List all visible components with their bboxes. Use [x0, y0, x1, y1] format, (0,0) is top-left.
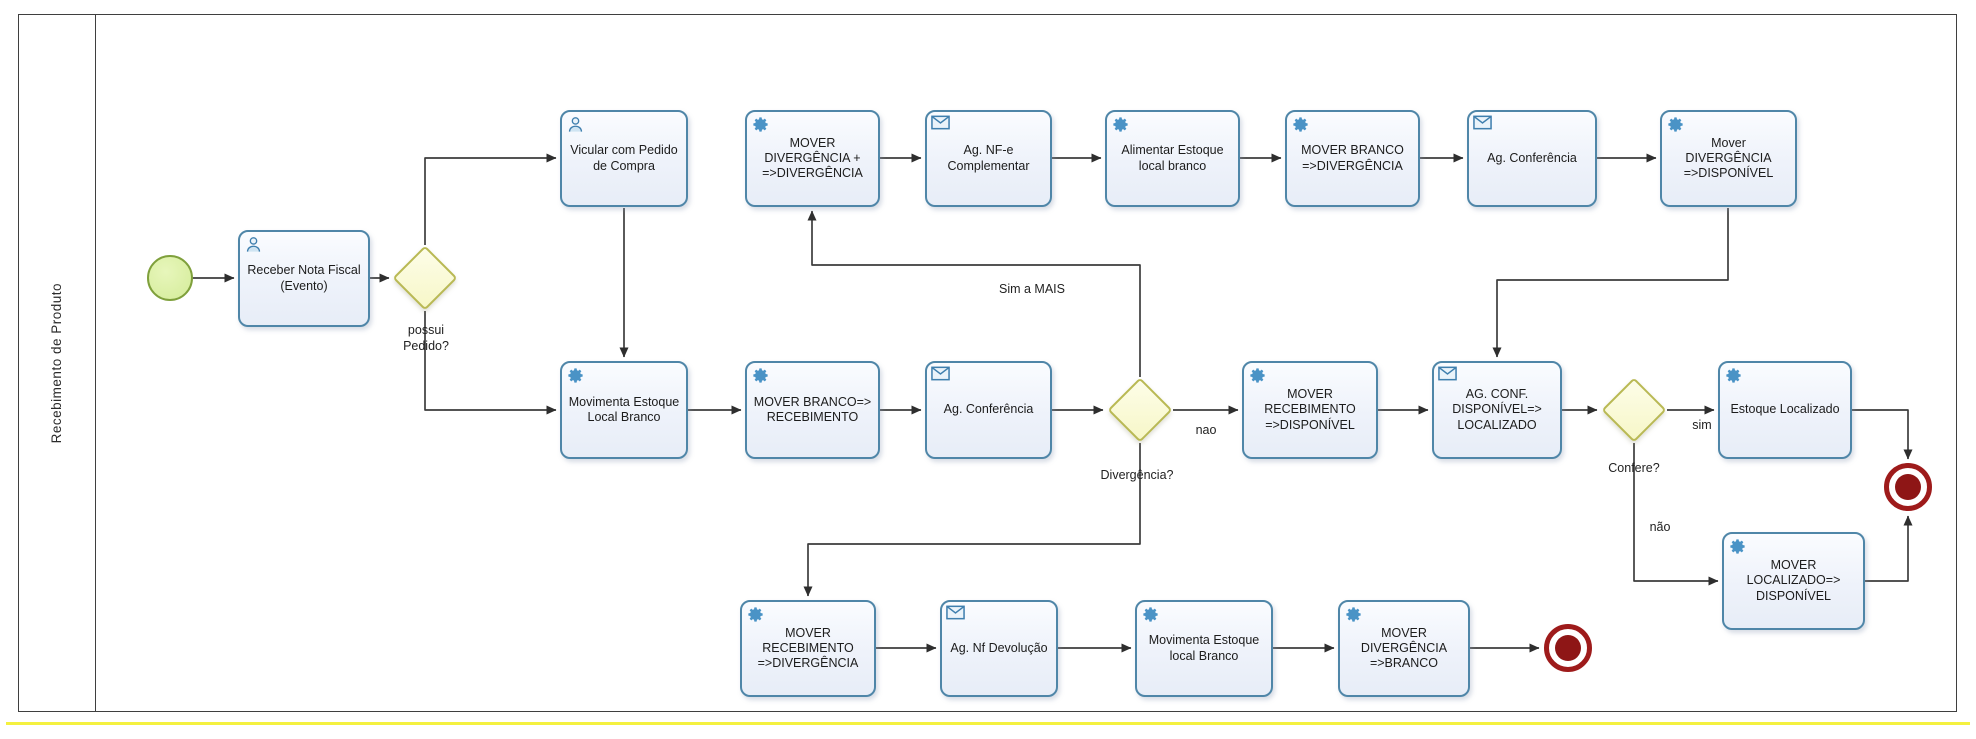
lane-header[interactable]: Recebimento de Produto: [18, 14, 96, 712]
gear-icon: [1728, 537, 1747, 561]
edge-label-sim-a-mais: Sim a MAIS: [999, 282, 1065, 296]
user-icon: [244, 235, 263, 259]
gear-icon: [1111, 115, 1130, 139]
task-label: Ag. Conferência: [1487, 150, 1577, 165]
gear-icon: [1344, 605, 1363, 629]
task-mover-branco-recebimento[interactable]: MOVER BRANCO=> RECEBIMENTO: [745, 361, 880, 459]
task-label: Ag. Nf Devolução: [950, 640, 1048, 655]
task-movimenta-estoque-local-branco-2[interactable]: Movimenta Estoque local Branco: [1135, 600, 1273, 697]
message-icon: [1438, 366, 1457, 386]
edge-label-sim: sim: [1692, 418, 1712, 432]
message-icon: [931, 115, 950, 135]
task-label: Estoque Localizado: [1730, 402, 1840, 417]
task-ag-conferencia-top[interactable]: Ag. Conferência: [1467, 110, 1597, 207]
task-estoque-localizado[interactable]: Estoque Localizado: [1718, 361, 1852, 459]
task-ag-conf-disponivel-localizado[interactable]: AG. CONF. DISPONÍVEL=> LOCALIZADO: [1432, 361, 1562, 459]
lane-title: Recebimento de Produto: [49, 282, 64, 444]
task-movimenta-estoque-local-branco[interactable]: Movimenta Estoque Local Branco: [560, 361, 688, 459]
task-label: Movimenta Estoque local Branco: [1148, 633, 1260, 663]
task-mover-localizado-disponivel[interactable]: MOVER LOCALIZADO=> DISPONÍVEL: [1722, 532, 1865, 630]
gear-icon: [746, 605, 765, 629]
edge-label-nao-2: não: [1649, 520, 1671, 534]
gateway-label-confere: Confere?: [1608, 461, 1660, 475]
end-event-core: [1895, 474, 1921, 500]
task-label: MOVER LOCALIZADO=> DISPONÍVEL: [1746, 558, 1841, 603]
task-mover-divergencia-mais[interactable]: MOVER DIVERGÊNCIA + =>DIVERGÊNCIA: [745, 110, 880, 207]
gear-icon: [1141, 605, 1160, 629]
task-label: MOVER DIVERGÊNCIA + =>DIVERGÊNCIA: [762, 135, 863, 181]
task-label: MOVER BRANCO=> RECEBIMENTO: [753, 394, 872, 424]
task-label: MOVER RECEBIMENTO =>DISPONÍVEL: [1264, 387, 1356, 432]
edge-label-nao: nao: [1195, 423, 1217, 437]
task-label: Receber Nota Fiscal (Evento): [247, 263, 361, 293]
task-label: Mover DIVERGÊNCIA =>DISPONÍVEL: [1683, 135, 1774, 181]
end-event-core: [1555, 635, 1581, 661]
task-label: Ag. Conferência: [943, 402, 1034, 417]
task-ag-nfe-complementar[interactable]: Ag. NF-e Complementar: [925, 110, 1052, 207]
gateway-label-divergencia: Divergência?: [1100, 468, 1174, 482]
task-ag-nf-devolucao[interactable]: Ag. Nf Devolução: [940, 600, 1058, 697]
gear-icon: [566, 366, 585, 390]
task-label: Alimentar Estoque local branco: [1121, 143, 1224, 173]
gear-icon: [751, 366, 770, 390]
gear-icon: [751, 115, 770, 139]
task-label: MOVER BRANCO =>DIVERGÊNCIA: [1301, 143, 1404, 173]
task-label: Movimenta Estoque Local Branco: [568, 394, 680, 424]
task-mover-recebimento-disponivel[interactable]: MOVER RECEBIMENTO =>DISPONÍVEL: [1242, 361, 1378, 459]
task-alimentar-estoque-local-branco[interactable]: Alimentar Estoque local branco: [1105, 110, 1240, 207]
gear-icon: [1248, 366, 1267, 390]
task-label: AG. CONF. DISPONÍVEL=> LOCALIZADO: [1452, 387, 1542, 432]
message-icon: [931, 366, 950, 386]
task-mover-divergencia-branco[interactable]: MOVER DIVERGÊNCIA =>BRANCO: [1338, 600, 1470, 697]
task-vincular-pedido-compra[interactable]: Vicular com Pedido de Compra: [560, 110, 688, 207]
task-label: MOVER DIVERGÊNCIA =>BRANCO: [1360, 625, 1448, 671]
gear-icon: [1291, 115, 1310, 139]
message-icon: [946, 605, 965, 625]
user-icon: [566, 115, 585, 139]
task-mover-divergencia-disponivel[interactable]: Mover DIVERGÊNCIA =>DISPONÍVEL: [1660, 110, 1797, 207]
bottom-highlight-stripe: [6, 722, 1970, 725]
task-mover-branco-divergencia[interactable]: MOVER BRANCO =>DIVERGÊNCIA: [1285, 110, 1420, 207]
message-icon: [1473, 115, 1492, 135]
start-event[interactable]: [147, 255, 193, 301]
task-ag-conferencia-mid[interactable]: Ag. Conferência: [925, 361, 1052, 459]
gear-icon: [1724, 366, 1743, 390]
task-receber-nota-fiscal[interactable]: Receber Nota Fiscal (Evento): [238, 230, 370, 327]
end-event-main[interactable]: [1884, 463, 1932, 511]
task-label: MOVER RECEBIMENTO =>DIVERGÊNCIA: [757, 625, 859, 671]
gateway-label-possui-pedido: possui Pedido?: [403, 323, 449, 353]
task-mover-recebimento-divergencia[interactable]: MOVER RECEBIMENTO =>DIVERGÊNCIA: [740, 600, 876, 697]
end-event-devolucao[interactable]: [1544, 624, 1592, 672]
pool-recebimento[interactable]: [18, 14, 1957, 712]
task-label: Vicular com Pedido de Compra: [570, 143, 678, 173]
gear-icon: [1666, 115, 1685, 139]
task-label: Ag. NF-e Complementar: [947, 143, 1030, 173]
